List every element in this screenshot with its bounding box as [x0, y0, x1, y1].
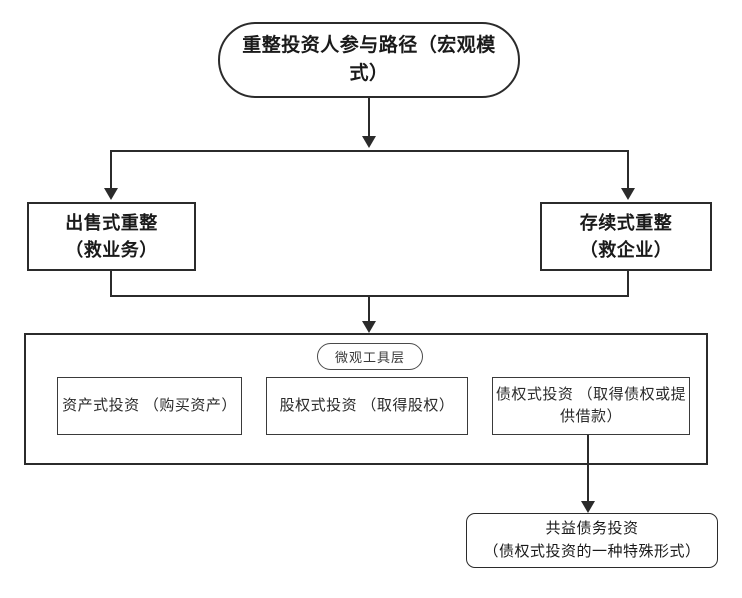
arrowhead-root-stem [362, 136, 376, 148]
node-asset-investment-label: 资产式投资 （购买资产） [62, 397, 237, 414]
node-debt-investment-label: 债权式投资 （取得债权或提供借款） [495, 386, 687, 426]
arrowhead-leaf [581, 501, 595, 513]
node-debt-investment[interactable]: 债权式投资 （取得债权或提供借款） [492, 377, 690, 435]
node-common-benefit-label: 共益债务投资 （债权式投资的一种特殊形式） [483, 521, 701, 560]
badge-micro-tool-layer: 微观工具层 [317, 343, 423, 370]
node-going-label: 存续式重整 （救企业） [579, 213, 673, 260]
node-root-macro-path[interactable]: 重整投资人参与路径（宏观模 式） [218, 22, 520, 98]
connector-split-bus [110, 150, 629, 152]
arrowhead-branch-right [621, 188, 635, 200]
connector-debt-to-leaf [587, 435, 589, 501]
node-common-benefit-debt-investment[interactable]: 共益债务投资 （债权式投资的一种特殊形式） [466, 513, 718, 568]
arrowhead-branch-left [104, 188, 118, 200]
connector-merge-right [627, 271, 629, 295]
connector-root-stem [368, 98, 370, 138]
node-equity-investment-label: 股权式投资 （取得股权） [279, 397, 455, 414]
node-root-label: 重整投资人参与路径（宏观模 式） [242, 35, 496, 84]
connector-split-left [110, 150, 112, 188]
connector-merge-stem [368, 295, 370, 321]
node-sale-label: 出售式重整 （救业务） [65, 213, 158, 260]
node-sale-restructuring[interactable]: 出售式重整 （救业务） [27, 202, 196, 271]
node-going-concern-restructuring[interactable]: 存续式重整 （救企业） [540, 202, 712, 271]
arrowhead-micro-layer [362, 321, 376, 333]
node-equity-investment[interactable]: 股权式投资 （取得股权） [266, 377, 468, 435]
badge-micro-tool-layer-label: 微观工具层 [334, 350, 405, 365]
node-asset-investment[interactable]: 资产式投资 （购买资产） [57, 377, 242, 435]
connector-split-right [627, 150, 629, 188]
connector-merge-left [110, 271, 112, 295]
